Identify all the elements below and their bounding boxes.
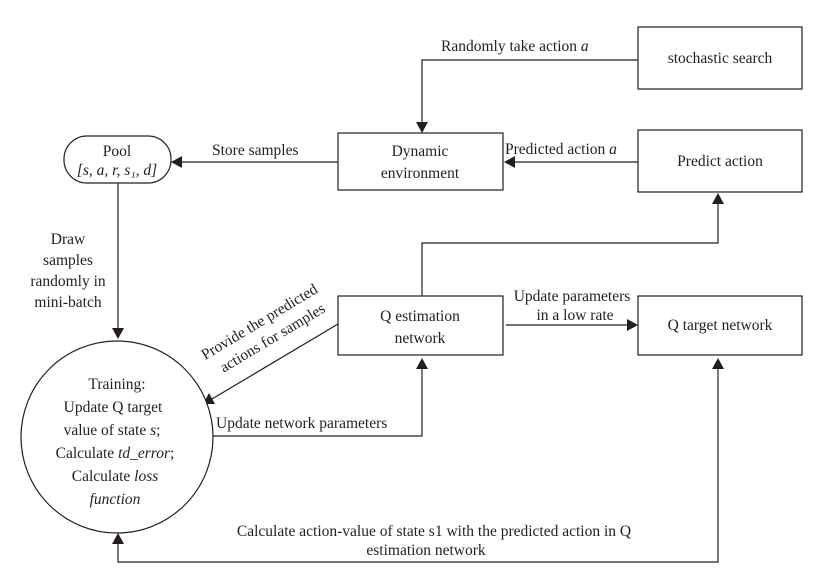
edge-calc-action-value [117,367,719,563]
node-training-label-4: Calculate td_error; [56,445,175,462]
label-draw-line-1: Draw [51,231,86,248]
node-training [20,340,214,534]
label-predicted-action: Predicted action a [505,141,617,158]
edge-to-predict-action [421,202,719,296]
node-q-estimation-label-1: Q estimation [380,308,460,325]
label-store-samples: Store samples [212,142,299,159]
arrowhead [416,122,428,133]
label-update-network-params: Update network parameters [216,415,387,432]
node-q-target-label: Q target network [668,317,773,334]
node-training-label-5: Calculate loss [72,468,159,485]
node-dynamic-environment-label-1: Dynamic [392,143,449,160]
node-pool-label-2: [s, a, r, s₁, d] [77,162,157,179]
arrowhead [112,328,124,339]
label-update-params-line-2: in a low rate [536,307,613,324]
edge-provide-actions [211,323,339,400]
node-q-estimation [337,295,504,356]
node-training-label-6: function [90,491,141,508]
arrowhead [504,156,515,168]
node-training-label-3: value of state s; [64,422,161,439]
node-q-estimation-label-2: network [395,330,446,347]
label-calc-line-1: Calculate action-value of state s1 with … [237,523,631,540]
arrowhead [712,358,724,369]
label-draw-line-4: mini-batch [34,294,101,311]
arrowhead [416,358,428,369]
node-training-label-2: Update Q target [64,399,163,416]
node-dynamic-environment-label-2: environment [381,165,460,182]
label-randomly-take-action: Randomly take action a [441,38,589,55]
node-pool [63,135,172,184]
arrowhead [112,533,124,544]
node-stochastic-search [637,26,803,90]
label-draw-line-2: samples [43,252,93,269]
node-predict-action-label: Predict action [677,153,763,170]
label-update-params-line-1: Update parameters [514,288,631,305]
edge-update-network-params [207,367,423,437]
label-draw-line-3: randomly in [30,273,106,290]
node-predict-action [637,129,803,193]
node-dynamic-environment [337,132,504,191]
node-q-target [637,295,803,356]
arrowhead [171,156,182,168]
edge-random-action [421,59,638,124]
arrowhead [627,319,638,331]
node-stochastic-search-label: stochastic search [668,50,773,67]
node-pool-label-1: Pool [103,143,131,160]
node-training-label-1: Training: [88,376,145,393]
arrowhead [712,193,724,204]
label-calc-line-2: estimation network [366,542,485,559]
